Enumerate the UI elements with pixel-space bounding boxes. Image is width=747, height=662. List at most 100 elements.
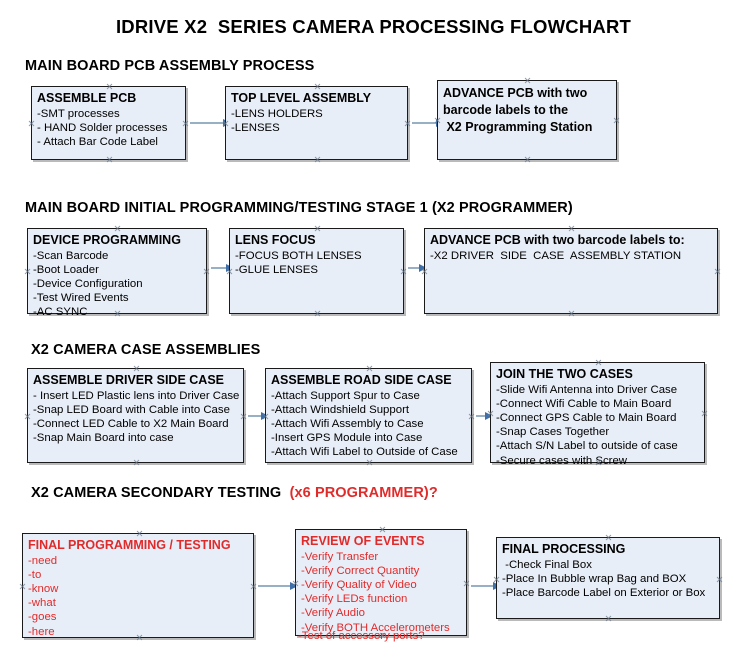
box-title: DEVICE PROGRAMMING xyxy=(33,233,181,247)
anchor-right xyxy=(182,120,189,127)
box-line: -here xyxy=(28,625,55,638)
anchor-top xyxy=(136,530,143,537)
box-line: - Insert LED Plastic lens into Driver Ca… xyxy=(33,389,240,402)
box-line: -Connect Wifi Cable to Main Board xyxy=(496,397,672,410)
anchor-right xyxy=(250,583,257,590)
process-box-assemble-pcb[interactable]: ASSEMBLE PCB -SMT processes - HAND Solde… xyxy=(31,86,186,160)
connector-arrow-4a xyxy=(258,582,298,590)
box-title: TOP LEVEL ASSEMBLY xyxy=(231,91,372,105)
box-line: -Connect LED Cable to X2 Main Board xyxy=(33,417,229,430)
anchor-left xyxy=(24,413,31,420)
process-box-final-programming-testing[interactable]: FINAL PROGRAMMING / TESTING -need -to -k… xyxy=(22,533,254,638)
box-line: -LENSES xyxy=(231,121,280,134)
box-line: -Slide Wifi Antenna into Driver Case xyxy=(496,383,678,396)
box-line: -need xyxy=(28,554,58,567)
process-box-final-processing[interactable]: FINAL PROCESSING -Check Final Box -Place… xyxy=(496,537,720,619)
anchor-top xyxy=(595,359,602,366)
box-line: -goes xyxy=(28,611,57,624)
box-line: -Verify BOTH Accelerometers xyxy=(301,621,450,634)
anchor-bottom xyxy=(314,156,321,163)
anchor-right xyxy=(716,576,723,583)
anchor-top xyxy=(314,83,321,90)
box-title: FINAL PROGRAMMING / TESTING xyxy=(28,538,231,552)
box-line: -Attach Wifi Label to Outside of Case xyxy=(271,446,458,459)
connector-arrow-3b xyxy=(476,412,493,420)
box-line: -Device Configuration xyxy=(33,277,143,290)
anchor-right xyxy=(240,413,247,420)
process-box-top-level-assembly[interactable]: TOP LEVEL ASSEMBLY -LENS HOLDERS -LENSES xyxy=(225,86,408,160)
box-title: ADVANCE PCB with two barcode labels to: xyxy=(430,233,685,247)
anchor-bottom xyxy=(568,310,575,317)
section-heading-2: MAIN BOARD INITIAL PROGRAMMING/TESTING S… xyxy=(25,200,573,216)
box-line: -Place Barcode Label on Exterior or Box xyxy=(502,586,706,599)
anchor-top xyxy=(133,365,140,372)
anchor-bottom xyxy=(314,310,321,317)
anchor-top xyxy=(568,225,575,232)
process-box-advance-pcb-1[interactable]: ADVANCE PCB with two barcode labels to t… xyxy=(437,80,617,160)
connector-arrow-2b xyxy=(408,264,427,272)
process-box-assemble-road-side-case[interactable]: ASSEMBLE ROAD SIDE CASE -Attach Support … xyxy=(265,368,472,463)
anchor-bottom xyxy=(366,459,373,466)
process-box-review-of-events[interactable]: REVIEW OF EVENTS -Verify Transfer -Verif… xyxy=(295,529,467,636)
box-line: -Attach Wifi Assembly to Case xyxy=(271,417,424,430)
box-line: -Test Wired Events xyxy=(33,292,129,305)
anchor-top xyxy=(114,225,121,232)
anchor-right xyxy=(400,268,407,275)
box-line: -Attach Support Spur to Case xyxy=(271,389,420,402)
page-title: IDRIVE X2 SERIES CAMERA PROCESSING FLOWC… xyxy=(115,16,632,37)
process-box-advance-pcb-2[interactable]: ADVANCE PCB with two barcode labels to: … xyxy=(424,228,718,314)
box-title: FINAL PROCESSING xyxy=(502,542,626,556)
anchor-bottom xyxy=(524,156,531,163)
section-heading-4-text: X2 CAMERA SECONDARY TESTING xyxy=(31,485,290,501)
anchor-top xyxy=(106,83,113,90)
box-line: -Scan Barcode xyxy=(33,249,109,262)
box-line: -Secure cases with Screw xyxy=(496,454,628,467)
anchor-bottom xyxy=(605,615,612,622)
anchor-left xyxy=(24,268,31,275)
box-line: -Check Final Box xyxy=(502,558,592,571)
box-line: -Verify Quality of Video xyxy=(301,578,417,591)
connector-arrow-1a xyxy=(190,119,231,127)
box-line: -X2 DRIVER SIDE CASE ASSEMBLY STATION xyxy=(430,249,682,262)
box-title: ASSEMBLE PCB xyxy=(37,91,137,105)
box-line: - Attach Bar Code Label xyxy=(37,135,158,148)
box-line: -LENS HOLDERS xyxy=(231,107,323,120)
section-heading-1: MAIN BOARD PCB ASSEMBLY PROCESS xyxy=(25,58,315,74)
box-line: -Snap Main Board into case xyxy=(33,432,174,445)
arrow-head-icon xyxy=(419,264,427,272)
box-line: -Attach S/N Label to outside of case xyxy=(496,440,678,453)
box-title: ASSEMBLE DRIVER SIDE CASE xyxy=(33,373,225,387)
anchor-right xyxy=(404,120,411,127)
anchor-bottom xyxy=(106,156,113,163)
box-title: ADVANCE PCB with two barcode labels to t… xyxy=(443,86,593,134)
process-box-lens-focus[interactable]: LENS FOCUS -FOCUS BOTH LENSES -GLUE LENS… xyxy=(229,228,404,314)
box-line: -what xyxy=(28,597,56,610)
anchor-right xyxy=(468,413,475,420)
box-title: ASSEMBLE ROAD SIDE CASE xyxy=(271,373,452,387)
process-box-device-programming[interactable]: DEVICE PROGRAMMING -Scan Barcode -Boot L… xyxy=(24,225,210,318)
review-of-events-overflow-line: -Test of accessory ports? xyxy=(298,630,425,642)
anchor-right xyxy=(613,117,620,124)
box-line: -to xyxy=(28,568,42,581)
box-line: -Verify LEDs function xyxy=(301,593,408,606)
anchor-right xyxy=(714,268,721,275)
box-line: -SMT processes xyxy=(37,107,120,120)
process-box-join-the-two-cases[interactable]: JOIN THE TWO CASES -Slide Wifi Antenna i… xyxy=(490,359,705,467)
process-box-assemble-driver-side-case[interactable]: ASSEMBLE DRIVER SIDE CASE - Insert LED P… xyxy=(27,368,244,463)
box-line: -Snap LED Board with Cable into Case xyxy=(33,403,230,416)
box-line: -Snap Cases Together xyxy=(496,426,610,439)
anchor-bottom xyxy=(133,459,140,466)
box-line: -AC SYNC xyxy=(33,306,88,319)
anchor-right xyxy=(203,268,210,275)
anchor-top xyxy=(605,534,612,541)
section-heading-4: X2 CAMERA SECONDARY TESTING (x6 PROGRAMM… xyxy=(31,485,438,501)
anchor-right xyxy=(463,580,470,587)
anchor-top xyxy=(379,526,386,533)
box-line: -Verify Correct Quantity xyxy=(301,564,420,577)
arrow-head-icon xyxy=(485,412,493,420)
section-heading-3: X2 CAMERA CASE ASSEMBLIES xyxy=(31,342,261,358)
box-line: -Verify Audio xyxy=(301,607,365,620)
box-line: -GLUE LENSES xyxy=(235,263,318,276)
box-line: -Boot Loader xyxy=(33,263,99,276)
